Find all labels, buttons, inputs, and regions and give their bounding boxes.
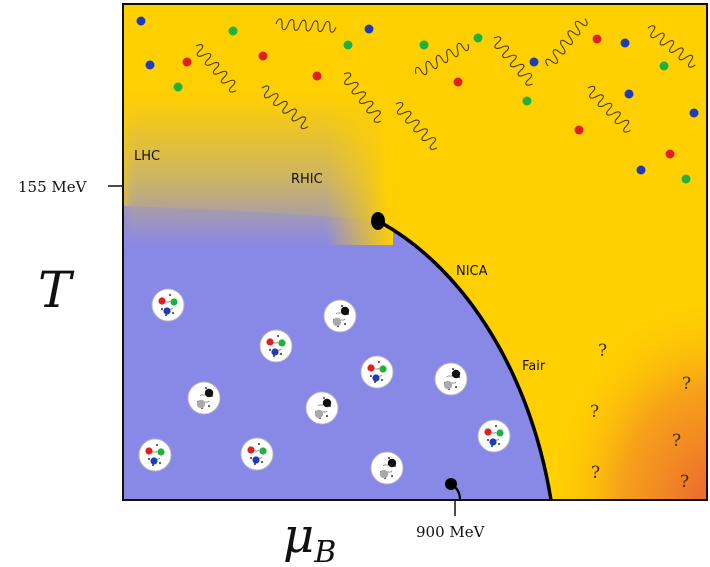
unknown-markers: ? ? ? ? ? ?: [590, 341, 691, 492]
x-tick-label: 900 MeV: [416, 523, 486, 541]
unknown-mark: ?: [682, 374, 691, 394]
x-axis-symbol-main: μ: [283, 508, 314, 564]
label-rhic: RHIC: [291, 172, 323, 187]
baryon-icon: [151, 288, 185, 322]
hadron-icons: [138, 288, 511, 485]
neutral-hadron-icon: [187, 381, 221, 415]
nuclear-matter-tail: [450, 483, 462, 501]
quark-dots: [136, 16, 699, 184]
first-order-transition-line: [377, 219, 553, 501]
neutral-hadron-icon: [305, 391, 339, 425]
critical-point: [371, 212, 385, 230]
x-axis-symbol-sub: B: [313, 535, 336, 567]
label-nica: NICA: [456, 264, 488, 279]
baryon-icon: [259, 329, 293, 363]
y-tick-label: 155 MeV: [18, 178, 88, 196]
unknown-mark: ?: [680, 472, 689, 492]
unknown-region: [552, 300, 707, 500]
plot-frame: [122, 3, 708, 501]
unknown-mark: ?: [672, 431, 681, 451]
baryon-icon: [477, 419, 511, 453]
baryon-icon: [360, 355, 394, 389]
x-axis-symbol: μB: [283, 508, 336, 567]
baryon-icon: [138, 438, 172, 472]
label-fair: Fair: [522, 359, 546, 374]
baryon-icon: [240, 437, 274, 471]
neutral-hadron-icon: [434, 362, 468, 396]
label-lhc: LHC: [134, 149, 160, 164]
y-axis-symbol: T: [38, 261, 75, 319]
unknown-mark: ?: [598, 341, 607, 361]
unknown-mark: ?: [591, 463, 600, 483]
hadron-region: [123, 206, 551, 500]
neutral-hadron-icon: [323, 299, 357, 333]
unknown-mark: ?: [590, 402, 599, 422]
neutral-hadron-icon: [370, 451, 404, 485]
